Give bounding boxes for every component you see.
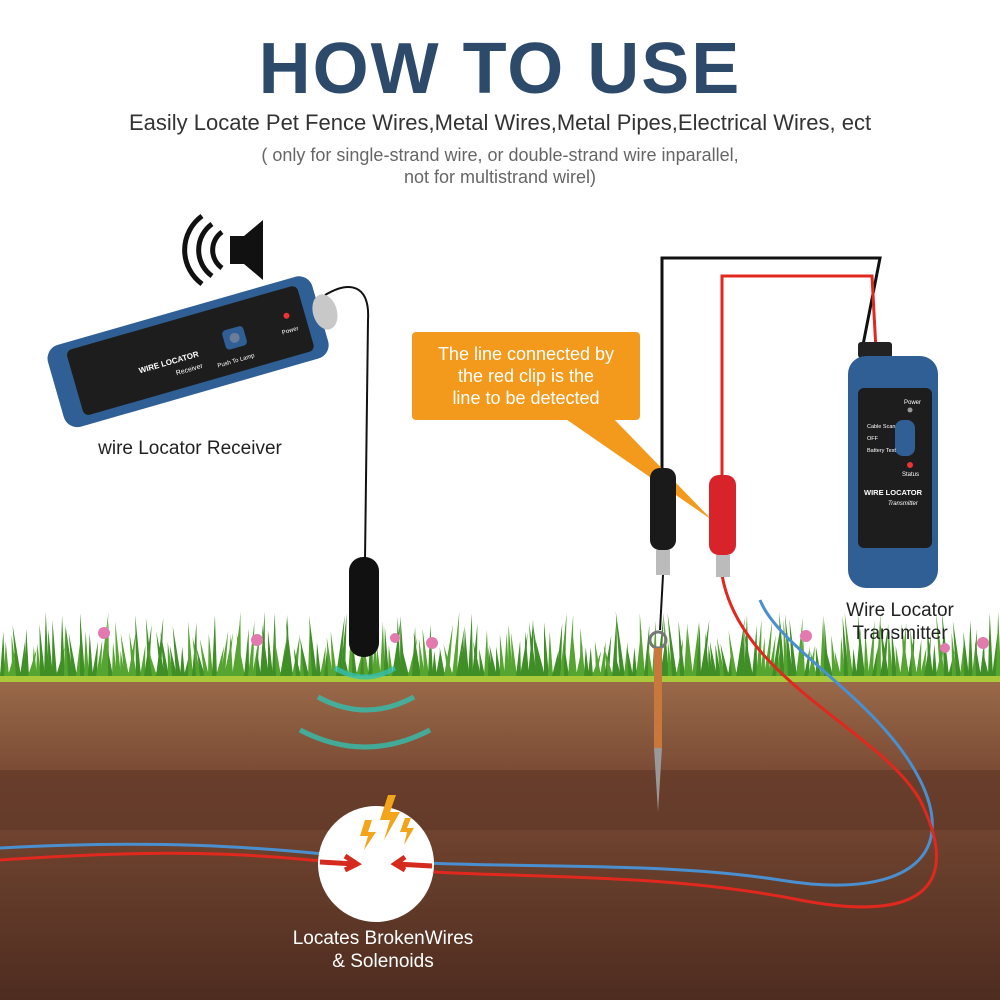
transmitter-label-line-2: Transmitter xyxy=(852,623,948,644)
callout-box: The line connected by the red clip is th… xyxy=(412,332,640,420)
callout-pointer xyxy=(560,415,712,520)
transmitter-cable-scan: Cable Scan xyxy=(867,424,895,430)
soil xyxy=(0,678,1000,1000)
transmitter-off: OFF xyxy=(867,436,879,442)
ground-stake xyxy=(648,630,668,812)
broken-wire-ends xyxy=(319,853,433,873)
red-alligator-clip xyxy=(709,475,736,577)
note-line-2: not for multistrand wirel) xyxy=(403,167,597,187)
transmitter-brand: WIRE LOCATOR xyxy=(864,488,923,497)
flowers xyxy=(98,627,989,653)
buried-red-wire xyxy=(0,574,938,909)
broken-wire-highlight xyxy=(318,806,434,922)
grass-edge xyxy=(0,672,1000,682)
black-lead-wire xyxy=(660,256,882,470)
transmitter-power-text: Power xyxy=(904,400,921,406)
broken-wire-label: Locates BrokenWires & Solenoids xyxy=(263,927,503,973)
broken-wire-sparks-icon xyxy=(360,795,414,850)
signal-waves xyxy=(298,665,432,750)
transmitter-battery-test: Battery Test xyxy=(867,448,896,454)
note-line-1: ( only for single-strand wire, or double… xyxy=(261,145,739,165)
receiver-power-text: Power xyxy=(281,326,299,336)
receiver-cable xyxy=(324,286,370,561)
transmitter-status-text: Status xyxy=(902,472,919,478)
callout-line-2: the red clip is the xyxy=(457,366,595,386)
buried-blue-wire xyxy=(0,599,934,887)
soil-layer xyxy=(0,770,1000,830)
transmitter-model: Transmitter xyxy=(888,501,919,507)
page-title: HOW TO USE xyxy=(258,29,742,109)
receiver-label: wire Locator Receiver xyxy=(98,438,282,459)
transmitter-label-line-1: Wire Locator xyxy=(846,600,954,621)
grass xyxy=(0,611,1000,676)
callout-line-1: The line connected by xyxy=(437,344,615,364)
broken-wire-label-line-2: & Solenoids xyxy=(332,951,434,972)
black-alligator-clip xyxy=(650,468,676,575)
receiver-device: WIRE LOCATOR Receiver Power Push To Lamp xyxy=(47,276,338,428)
red-lead-wire xyxy=(720,274,878,475)
receiver-probe xyxy=(349,557,379,657)
subtitle: Easily Locate Pet Fence Wires,Metal Wire… xyxy=(128,110,872,135)
callout-line-3: line to be detected xyxy=(452,388,600,408)
transmitter-device: Power Cable Scan OFF Battery Test Status… xyxy=(848,342,938,588)
transmitter-label: Wire Locator Transmitter xyxy=(820,599,980,645)
speaker-sound-icon xyxy=(182,213,263,287)
broken-wire-label-line-1: Locates BrokenWires xyxy=(292,928,474,949)
